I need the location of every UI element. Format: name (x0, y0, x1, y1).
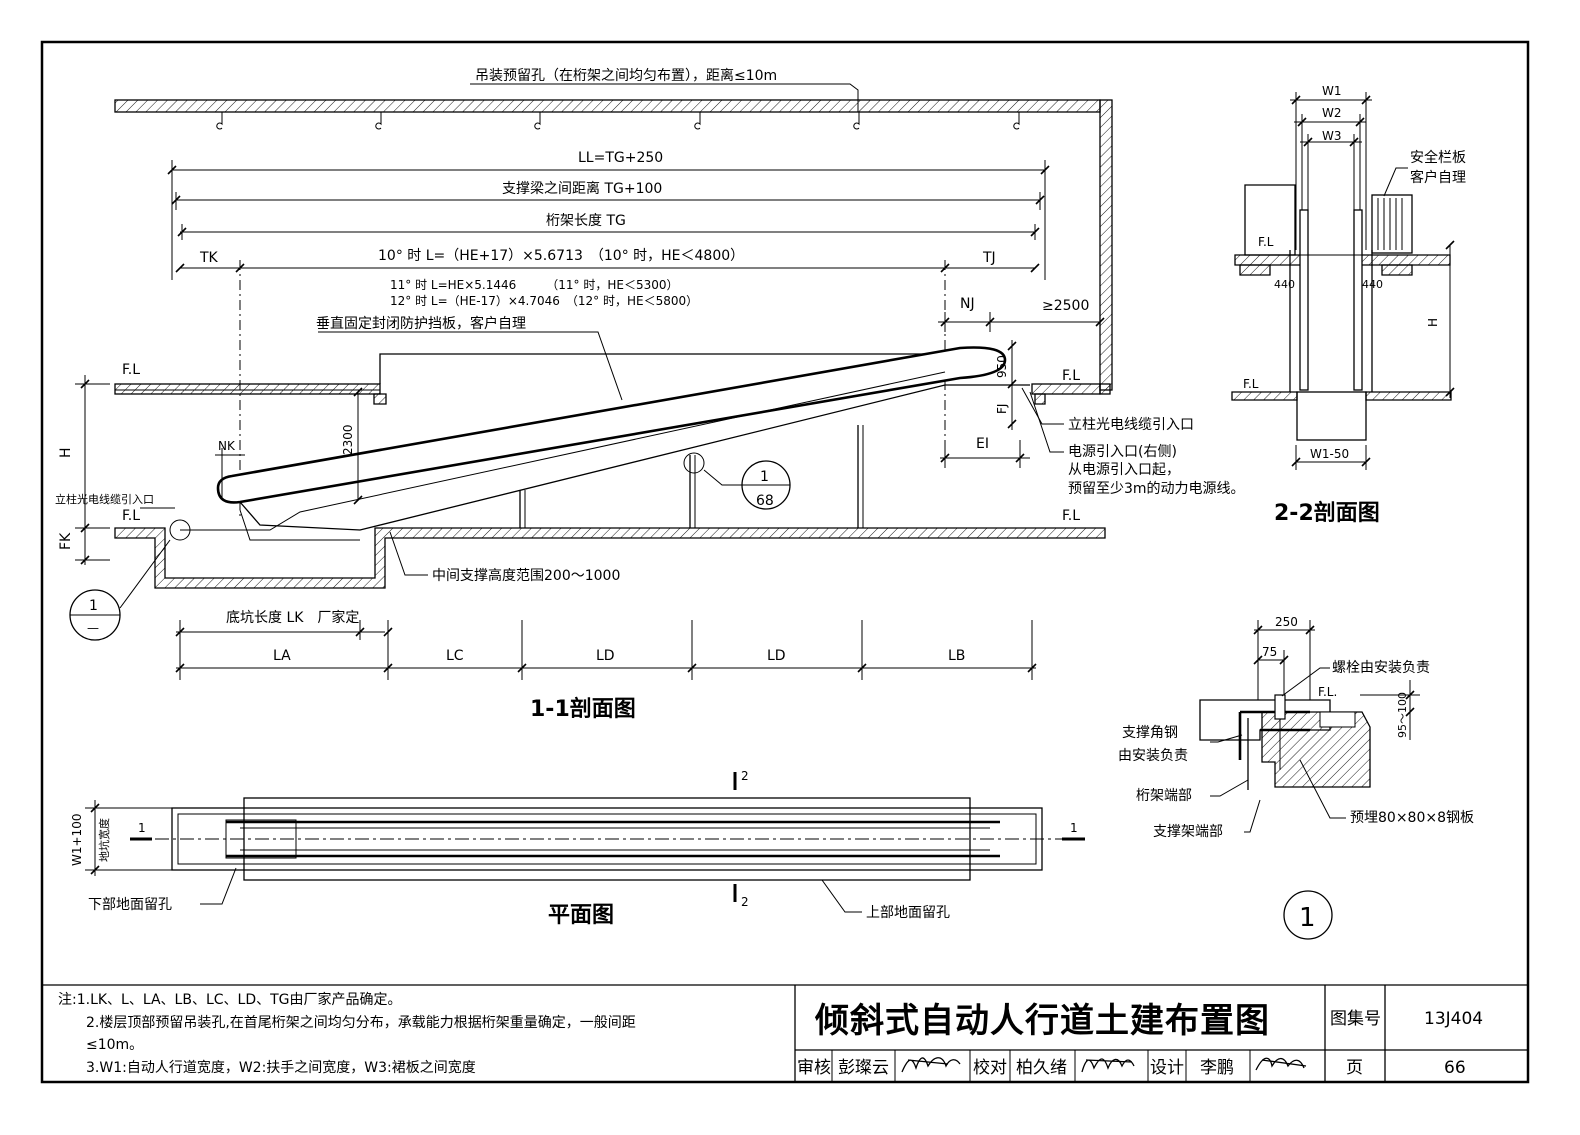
formula-12deg: 12° 时 L=（HE-17）×4.7046 （12° 时，HE＜5800） (390, 294, 698, 308)
cut-1-right: 1 (1070, 821, 1078, 835)
title-block: 倾斜式自动人行道土建布置图 图集号 13J404 审核 彭璨云 校对 柏久绪 设… (794, 985, 1528, 1082)
detail1-num: 1 (89, 598, 98, 614)
lower-hole-label: 下部地面留孔 (88, 897, 172, 913)
d2300-label: 2300 (341, 424, 355, 455)
ll-label: LL=TG+250 (578, 150, 663, 166)
fl-upper-right: F.L (1062, 368, 1080, 384)
fl-lower-right: F.L (1062, 508, 1080, 524)
truss-end-label: 桁架端部 (1136, 788, 1192, 804)
design-label: 设计 (1150, 1058, 1184, 1078)
atlas-label: 图集号 (1330, 1009, 1381, 1029)
sheet-border (40, 40, 1530, 1084)
ge2500-label: ≥2500 (1042, 298, 1089, 314)
hanger-holes-label: 吊装预留孔（在桁架之间均匀布置），距离≤10m (475, 67, 777, 84)
w1-100-label: W1+100 (70, 814, 84, 866)
section-2-2: W1 W2 W3 安全栏板 客户自理 F.L F.L 440 440 H (1231, 84, 1466, 526)
ld-label-1: LD (596, 648, 615, 664)
ei-label: EI (976, 436, 989, 452)
angle-label2: 由安装负责 (1118, 748, 1188, 764)
la-label: LA (273, 648, 291, 664)
vertical-board-label: 垂直固定封闭防护挡板，客户自理 (316, 315, 526, 332)
fk-label: FK (58, 532, 74, 550)
section-1-1: 吊装预留孔（在桁架之间均匀布置），距离≤10m LL=TG+250 支撑梁之间距… (55, 67, 1245, 722)
atlas-number: 13J404 (1424, 1009, 1483, 1029)
designer-name: 李鹏 (1200, 1058, 1234, 1078)
fl-lower-left: F.L (122, 508, 140, 524)
fiber-entry-left-label: 立柱光电线缆引入口 (55, 492, 154, 506)
designer-signature (1255, 1057, 1307, 1071)
d75-label: 75 (1262, 645, 1277, 659)
tj-label: TJ (982, 250, 996, 266)
section-1-1-title: 1-1剖面图 (530, 696, 636, 722)
ld-label-2: LD (767, 648, 786, 664)
fl-upper-left: F.L (122, 362, 140, 378)
pit-width-label: 地坑宽度 (97, 818, 111, 862)
detail1-dash: — (87, 621, 99, 635)
truss-length-label: 桁架长度 TG (546, 213, 626, 229)
tk-label: TK (199, 250, 219, 266)
drawing-title: 倾斜式自动人行道土建布置图 (814, 1001, 1270, 1041)
note-3: 3.W1:自动人行道宽度，W2:扶手之间宽度，W3:裙板之间宽度 (86, 1059, 476, 1076)
detail-circle-num: 1 (1299, 903, 1316, 933)
nk-label: NK (218, 439, 236, 453)
h-label: H (58, 447, 74, 458)
plan-title: 平面图 (548, 903, 614, 928)
bolt-label: 螺栓由安装负责 (1332, 660, 1430, 676)
d250-label: 250 (1275, 615, 1298, 629)
formula-11deg: 11° 时 L=HE×5.1446 （11° 时，HE＜5300） (390, 278, 679, 292)
detail-ref-page: 68 (756, 493, 774, 509)
w1-50-label: W1-50 (1310, 447, 1349, 461)
reviewer-signature (901, 1057, 961, 1073)
cut-2-top: 2 (741, 769, 749, 783)
pit-length-label: 底坑长度 LK 厂家定 (226, 609, 359, 626)
fl-detail-label: F.L. (1318, 685, 1337, 699)
detail-1: 250 75 F.L. 95～100 螺栓由安装负责 支撑角钢 由安装负责 桁架… (1118, 615, 1474, 940)
formula-10deg: 10° 时 L=（HE+17）×5.6713 （10° 时，HE＜4800） (378, 248, 744, 264)
review-label: 审核 (797, 1058, 831, 1078)
w2-label: W2 (1322, 106, 1342, 120)
d440-right: 440 (1362, 278, 1383, 291)
page-number: 66 (1444, 1058, 1466, 1078)
mid-support-label: 中间支撑高度范围200～1000 (432, 567, 620, 584)
angle-label1: 支撑角钢 (1122, 725, 1178, 741)
checker-signature (1081, 1058, 1135, 1073)
detail-ref-num: 1 (760, 469, 769, 485)
lb-label: LB (948, 648, 965, 664)
power-entry-label: 电源引入口(右侧) (1068, 444, 1177, 460)
section-2-2-title: 2-2剖面图 (1274, 500, 1380, 526)
cut-1-left: 1 (138, 821, 146, 835)
note-2: 2.楼层顶部预留吊装孔,在首尾桁架之间均匀分布，承载能力根据桁架重量确定，一般间… (86, 1015, 636, 1031)
fl-22-top: F.L (1258, 235, 1274, 249)
check-label: 校对 (973, 1058, 1007, 1078)
h-22-label: H (1426, 318, 1440, 327)
safety-panel-label2: 客户自理 (1410, 169, 1466, 186)
support-end-label: 支撑架端部 (1153, 824, 1223, 840)
plan-view: 1 1 2 2 W1+100 地坑宽度 下部地面留孔 上部地面留孔 平面图 (70, 769, 1085, 928)
upper-hole-label: 上部地面留孔 (866, 905, 950, 921)
notes: 注:1.LK、L、LA、LB、LC、LD、TG由厂家产品确定。 2.楼层顶部预留… (58, 991, 636, 1076)
reviewer-name: 彭璨云 (838, 1058, 889, 1078)
embed-plate-label: 预埋80×80×8钢板 (1350, 810, 1474, 826)
page-label: 页 (1346, 1058, 1363, 1078)
note-2-cont: ≤10m。 (86, 1037, 143, 1053)
w3-label: W3 (1322, 129, 1342, 143)
fj-label: FJ (995, 404, 1009, 414)
checker-name: 柏久绪 (1016, 1058, 1067, 1078)
safety-panel-label1: 安全栏板 (1410, 149, 1466, 166)
nj-label: NJ (960, 296, 975, 312)
power-note-line1: 从电源引入口起， (1068, 462, 1180, 478)
d440-left: 440 (1274, 278, 1295, 291)
power-note-line2: 预留至少3m的动力电源线。 (1068, 481, 1245, 497)
lc-label: LC (446, 648, 464, 664)
w1-label: W1 (1322, 84, 1342, 98)
d950-label: 950 (995, 355, 1009, 378)
fl-22-bottom: F.L (1243, 377, 1259, 391)
support-distance-label: 支撑梁之间距离 TG+100 (502, 180, 662, 197)
fiber-entry-right-label: 立柱光电线缆引入口 (1068, 417, 1194, 433)
note-1: 注:1.LK、L、LA、LB、LC、LD、TG由厂家产品确定。 (58, 991, 402, 1008)
d95-label: 95～100 (1396, 692, 1409, 738)
cut-2-bottom: 2 (741, 895, 749, 909)
